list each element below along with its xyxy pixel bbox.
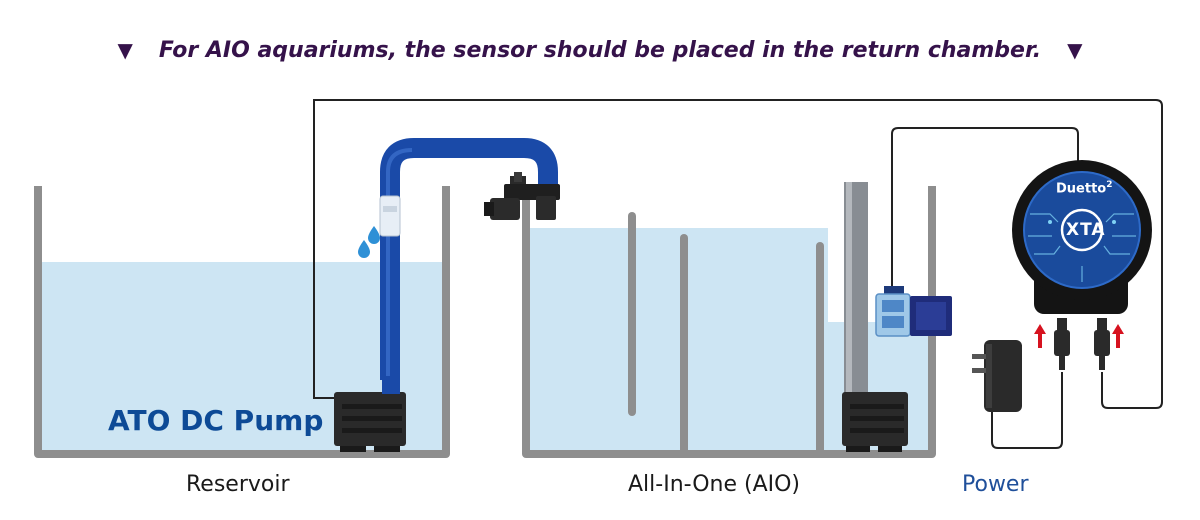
controller-brand-name: Duetto (1056, 181, 1107, 197)
duetto-controller (1012, 160, 1152, 314)
controller-connector-right (1094, 318, 1110, 370)
water-drop-icon (358, 240, 370, 258)
tube-clamp (484, 172, 560, 220)
ato-dc-pump (334, 376, 406, 452)
return-pump (842, 182, 908, 452)
check-valve (379, 195, 401, 237)
pump-cable (313, 99, 1163, 409)
power-label: Power (962, 472, 1029, 497)
triangle-down-icon: ▼ (1067, 38, 1083, 62)
arrow-up-icon (1034, 324, 1046, 348)
triangle-down-icon: ▼ (117, 38, 133, 62)
controller-connector-left (1054, 318, 1070, 370)
optical-sensor (875, 286, 952, 337)
sensor-cable (891, 127, 1079, 286)
reservoir-tank (34, 186, 450, 458)
aio-label: All-In-One (AIO) (628, 472, 801, 497)
instruction-header: ▼ For AIO aquariums, the sensor should be… (0, 38, 1200, 63)
power-cable (991, 372, 1063, 449)
water-drop-icon (368, 226, 380, 244)
reservoir-label: Reservoir (186, 472, 290, 497)
arrow-up-icon (1112, 324, 1124, 348)
controller-logo: XTA (1066, 220, 1106, 240)
pump-label: ATO DC Pump (108, 404, 324, 437)
power-adapter-icon (972, 340, 1022, 412)
controller-brand: Duetto2 (1056, 180, 1113, 196)
controller-brand-superscript: 2 (1106, 180, 1113, 190)
instruction-text: For AIO aquariums, the sensor should be … (158, 38, 1042, 63)
reservoir-walls (34, 186, 450, 458)
